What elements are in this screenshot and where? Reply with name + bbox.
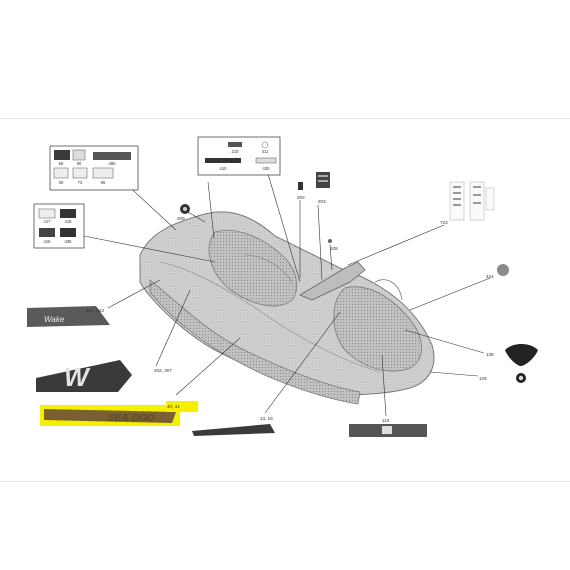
part-number: 410 bbox=[220, 166, 228, 171]
part-number: 417 bbox=[44, 219, 52, 224]
callout-labels: 209 341, 343 202, 307 40, 41 13, 16 110 … bbox=[86, 195, 494, 423]
decal-thumbnail bbox=[72, 149, 86, 161]
callout-label: 341, 343 bbox=[86, 308, 104, 313]
warning-label-part bbox=[469, 181, 485, 221]
part-number: 56 bbox=[59, 161, 64, 166]
side-stripe-decal bbox=[192, 424, 275, 436]
part-number: 435 bbox=[65, 239, 73, 244]
callout-label: 723 bbox=[440, 220, 448, 225]
seadoo-decal-text: SEA-DOO bbox=[108, 413, 155, 424]
parts-box-top: 210 411 410 430 bbox=[197, 136, 281, 176]
decals: Wake W SEA-DOO bbox=[27, 306, 427, 437]
w-decal bbox=[36, 360, 132, 392]
parts-box-left-mid: 417 418 416 435 bbox=[33, 203, 85, 249]
decal-thumbnail bbox=[38, 208, 56, 219]
fastener-part bbox=[328, 239, 332, 243]
decal-thumbnail bbox=[60, 228, 76, 237]
seadoo-decal bbox=[44, 409, 176, 423]
part-number: 411 bbox=[262, 149, 269, 154]
decal-thumbnail bbox=[60, 209, 76, 218]
decal-thumbnail bbox=[228, 142, 242, 147]
decal-thumbnail bbox=[255, 157, 277, 164]
warning-label-part bbox=[485, 187, 495, 211]
callout-label: 209 bbox=[177, 216, 185, 221]
callout-label: 202, 307 bbox=[154, 368, 172, 373]
decal-thumbnail bbox=[72, 167, 88, 179]
callout-label: 110 bbox=[382, 418, 390, 423]
parts-box-left-top: 56 90 480 30 73 86 bbox=[49, 145, 139, 191]
callout-label: 202 bbox=[297, 195, 305, 200]
decal-thumbnail bbox=[92, 167, 114, 179]
part-number: 480 bbox=[109, 161, 117, 166]
callout-label: 203 bbox=[318, 199, 326, 204]
wake-decal-text: Wake bbox=[44, 315, 65, 324]
part-number: 73 bbox=[78, 180, 83, 185]
decal-thumbnail bbox=[93, 152, 131, 160]
part-number: 86 bbox=[101, 180, 106, 185]
leader-lines bbox=[83, 173, 491, 417]
callout-highlight bbox=[166, 401, 198, 412]
decal-thumbnail bbox=[261, 141, 269, 149]
nose-cap-part bbox=[505, 344, 538, 366]
decal-thumbnail bbox=[53, 167, 69, 179]
decal-thumbnail bbox=[205, 158, 241, 163]
decal-thumbnail bbox=[39, 228, 55, 237]
part-number: 416 bbox=[44, 239, 52, 244]
callout-label: 129 bbox=[479, 376, 487, 381]
tag-part bbox=[298, 182, 303, 190]
wake-decal bbox=[27, 306, 110, 327]
callout-label: 138 bbox=[486, 352, 494, 357]
callout-label: 424 bbox=[486, 274, 494, 279]
small-parts bbox=[180, 172, 538, 383]
warning-label-part bbox=[449, 181, 465, 221]
decal-thumbnail bbox=[54, 150, 70, 160]
part-number: 90 bbox=[77, 161, 82, 166]
part-number: 210 bbox=[232, 149, 240, 154]
round-badge-part bbox=[497, 264, 509, 276]
part-number: 430 bbox=[263, 166, 271, 171]
callout-label: 108 bbox=[330, 246, 338, 251]
part-number: 418 bbox=[65, 219, 73, 224]
callout-label: 40, 41 bbox=[167, 404, 180, 409]
callout-label: 13, 16 bbox=[260, 416, 273, 421]
w-decal-letter: W bbox=[64, 362, 91, 392]
part-number: 30 bbox=[59, 180, 64, 185]
watercraft-body bbox=[139, 211, 435, 405]
